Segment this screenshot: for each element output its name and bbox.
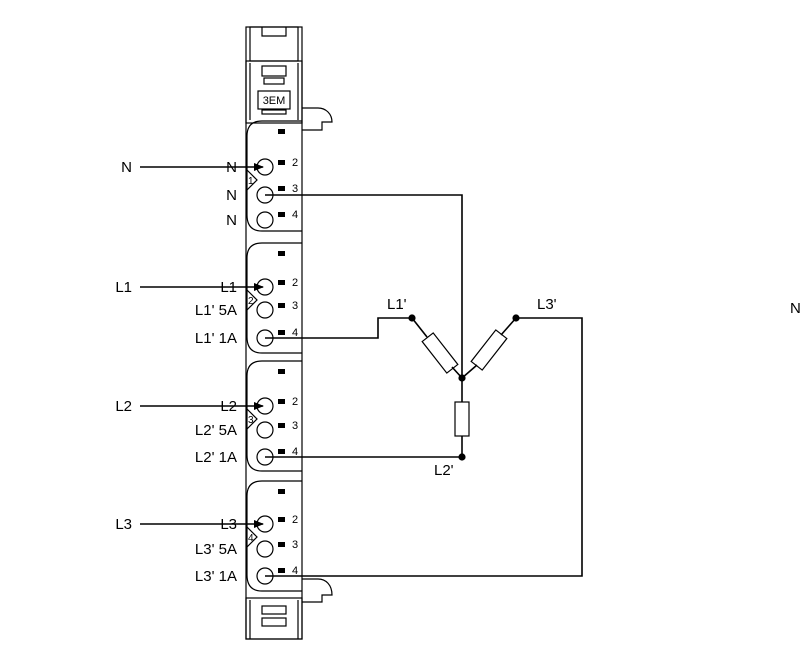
input-label: L1 [115, 279, 132, 296]
pin-number: 2 [292, 277, 298, 289]
bottom-connector [245, 597, 303, 640]
pin-number: 4 [292, 327, 298, 339]
release-marker [278, 423, 285, 428]
feed-arrow: L1 [115, 279, 264, 296]
node-l3 [512, 314, 520, 322]
release-marker [278, 280, 285, 285]
pin-number: 2 [292, 396, 298, 408]
block-outline [246, 480, 302, 592]
channel-number: 3 [248, 415, 254, 426]
terminal-hole[interactable] [256, 540, 274, 558]
node-l1 [408, 314, 416, 322]
block-marker [278, 251, 285, 256]
node-star [458, 374, 466, 382]
wire-neutral [265, 194, 463, 378]
resistor-l3 [470, 329, 508, 371]
label-l2-prime: L2' [434, 462, 454, 479]
wire-l1 [265, 317, 412, 339]
channel-tab [246, 169, 258, 191]
terminal-label: L2' 1A [195, 449, 237, 466]
input-label: L3 [115, 516, 132, 533]
channel-number: 1 [248, 176, 254, 187]
block-outline [246, 360, 302, 472]
latch-bottom [302, 578, 333, 603]
channel-tab [246, 526, 258, 548]
node-l2 [458, 453, 466, 461]
terminal-label: N [226, 187, 237, 204]
release-marker [278, 517, 285, 522]
block-outline [246, 242, 302, 354]
star-load: L1' L3' L2' N [387, 296, 800, 479]
pin-number: 4 [292, 209, 298, 221]
channel-tab [246, 289, 258, 311]
module-label: 3EM [263, 95, 286, 107]
terminal-label: L1' 1A [195, 330, 237, 347]
terminal-label: N [226, 212, 237, 229]
input-label: L2 [115, 398, 132, 415]
pin-number: 4 [292, 446, 298, 458]
block-outline [246, 120, 302, 232]
release-marker [278, 542, 285, 547]
terminal-label: L3' 5A [195, 541, 237, 558]
pin-number: 3 [292, 300, 298, 312]
wiring [265, 194, 583, 577]
terminal-hole[interactable] [256, 301, 274, 319]
block-marker [278, 489, 285, 494]
block-marker [278, 369, 285, 374]
release-marker [278, 330, 285, 335]
module-label-frame [257, 90, 291, 110]
release-marker [278, 449, 285, 454]
release-marker [278, 186, 285, 191]
resistor-l2 [454, 401, 470, 437]
release-marker [278, 160, 285, 165]
input-label: N [121, 159, 132, 176]
pin-number: 3 [292, 183, 298, 195]
feed-arrow: L2 [115, 398, 264, 415]
channel-number: 4 [248, 533, 254, 544]
terminal-label: L1' 5A [195, 302, 237, 319]
channel-number: 2 [248, 296, 254, 307]
block-marker [278, 129, 285, 134]
release-marker [278, 303, 285, 308]
terminal-module: 3EM [245, 26, 333, 640]
terminal-hole[interactable] [256, 421, 274, 439]
terminal-label: L2' 5A [195, 422, 237, 439]
wire-l3 [265, 317, 583, 577]
pin-number: 4 [292, 565, 298, 577]
release-marker [278, 212, 285, 217]
channel-tab [246, 408, 258, 430]
feed-arrow: N [121, 159, 264, 176]
pin-number: 2 [292, 157, 298, 169]
label-l3-prime: L3' [537, 296, 557, 313]
terminal-label: L3' 1A [195, 568, 237, 585]
pin-number: 3 [292, 420, 298, 432]
release-marker [278, 399, 285, 404]
release-marker [278, 568, 285, 573]
pin-number: 2 [292, 514, 298, 526]
latch-top [302, 107, 333, 131]
label-l1-prime: L1' [387, 296, 407, 313]
label-neutral-right: N [790, 300, 800, 317]
terminal-hole[interactable] [256, 211, 274, 229]
top-connector: 3EM [245, 26, 303, 124]
resistor-l1 [421, 332, 459, 374]
feed-arrow: L3 [115, 516, 264, 533]
pin-number: 3 [292, 539, 298, 551]
